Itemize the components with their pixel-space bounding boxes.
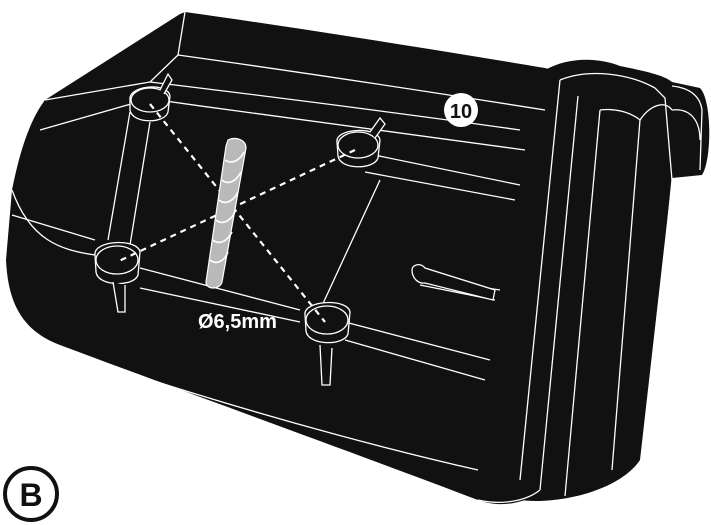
- box-main-shape: [6, 12, 560, 505]
- part-number-label: 10: [450, 101, 472, 123]
- box-outlines: [11, 11, 546, 471]
- step-badge: B: [3, 466, 59, 522]
- box-body: [6, 12, 560, 505]
- hole-top-left: [129, 72, 173, 122]
- part-number-circle: [444, 93, 478, 127]
- part-number-badge: 10: [444, 93, 478, 127]
- drill-bit-icon: [205, 137, 247, 289]
- step-badge-circle: [3, 466, 59, 522]
- handle-end-cap: [462, 59, 710, 503]
- drill-size-label: Ø6,5mm: [198, 311, 277, 333]
- hole-top-right: [336, 116, 386, 168]
- end-cap-shape: [462, 59, 710, 501]
- diagonal-guide-1: [149, 103, 326, 323]
- slot-tab: [411, 264, 496, 301]
- drill-guides: [116, 103, 356, 323]
- hole-bottom-left: [94, 241, 141, 313]
- step-label: B: [19, 477, 42, 513]
